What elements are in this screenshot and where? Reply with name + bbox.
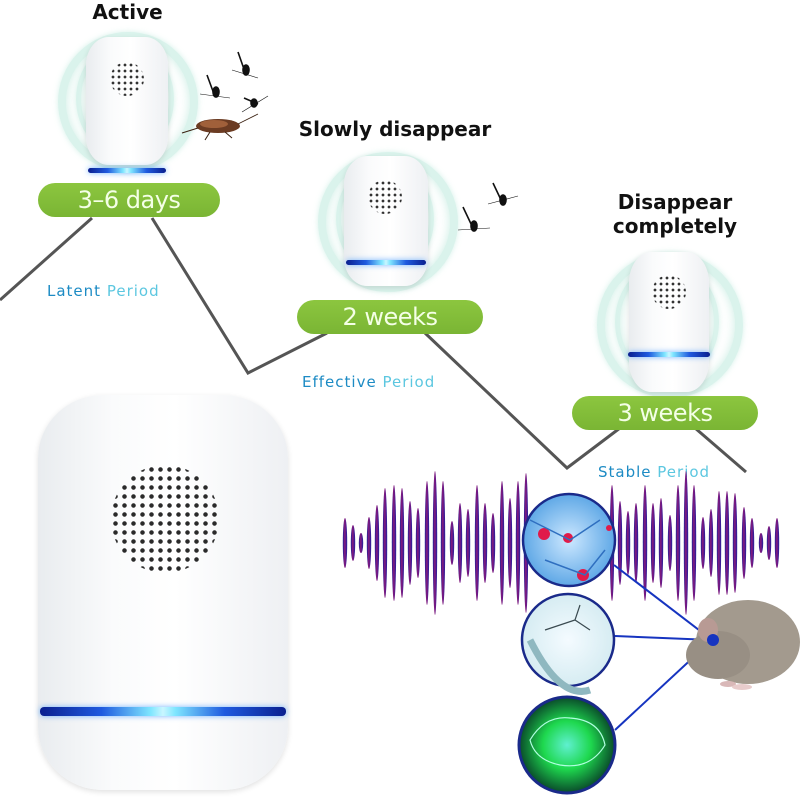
period-word: Stable bbox=[598, 463, 652, 481]
device-body-icon bbox=[38, 395, 288, 790]
period-word: Period bbox=[657, 463, 711, 481]
neuron-cells-icon bbox=[521, 492, 617, 588]
device-body-icon bbox=[86, 37, 168, 165]
stage-3-heading-line1: Disappear bbox=[617, 190, 733, 214]
stage-1-duration-pill: 3–6 days bbox=[38, 183, 220, 217]
stage-2-device bbox=[318, 152, 458, 302]
speaker-grille-icon bbox=[368, 180, 402, 214]
speaker-grille-icon bbox=[110, 62, 144, 96]
stage-3-heading-line2: completely bbox=[612, 214, 738, 238]
main-repeller-device bbox=[38, 395, 288, 790]
speaker-grille-icon bbox=[652, 275, 686, 309]
stage-1-device bbox=[58, 32, 198, 173]
stage-2-duration-pill: 2 weeks bbox=[297, 300, 483, 334]
nerve-fiber-icon bbox=[520, 592, 616, 695]
period-word: Period bbox=[382, 373, 436, 391]
stable-period-label: Stable Period bbox=[598, 463, 710, 481]
led-strip-icon bbox=[346, 260, 426, 265]
stage-3-heading: Disappear completely bbox=[590, 190, 760, 238]
led-strip-icon bbox=[88, 168, 166, 173]
brain-scan-icon bbox=[517, 695, 617, 795]
stage-1-heading: Active bbox=[92, 0, 163, 24]
led-strip-icon bbox=[628, 352, 710, 357]
speaker-grille-icon bbox=[111, 465, 219, 573]
led-strip-icon bbox=[40, 707, 286, 716]
stage-3-duration-pill: 3 weeks bbox=[572, 396, 758, 430]
period-word: Latent bbox=[47, 282, 102, 300]
effective-period-label: Effective Period bbox=[302, 373, 435, 391]
stage-2-heading: Slowly disappear bbox=[298, 117, 492, 141]
period-word: Period bbox=[106, 282, 160, 300]
stage-3-device bbox=[597, 252, 743, 398]
latent-period-label: Latent Period bbox=[47, 282, 160, 300]
period-word: Effective bbox=[302, 373, 377, 391]
